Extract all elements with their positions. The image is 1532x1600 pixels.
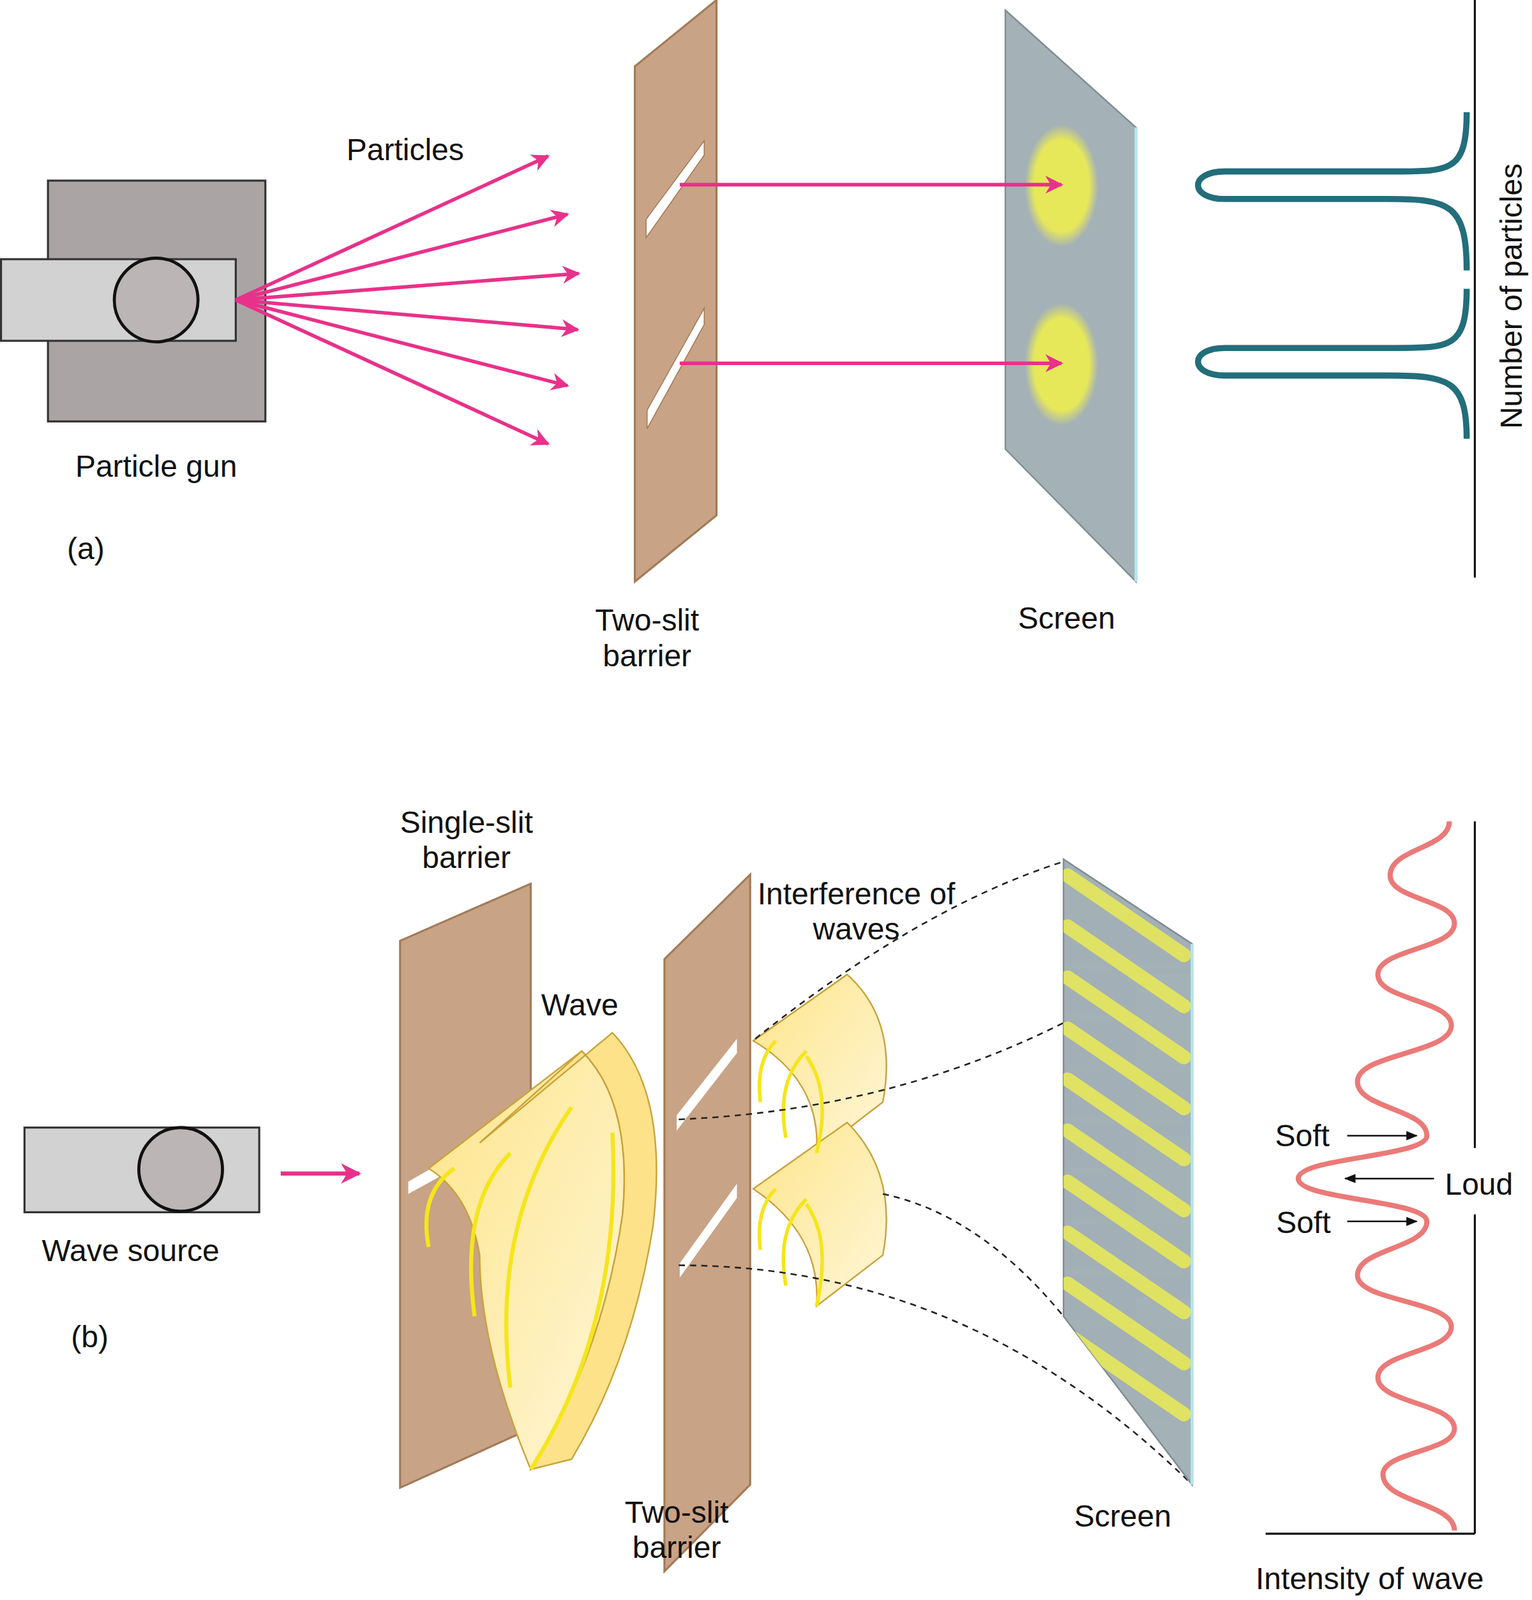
axis-label: Number of particles bbox=[1493, 163, 1529, 429]
particle-gun bbox=[1, 180, 266, 422]
barrier-label: Single-slit barrier bbox=[372, 804, 562, 876]
two-slit-barrier-b bbox=[664, 874, 751, 1572]
intensity-note: Soft bbox=[1276, 1205, 1331, 1241]
particle-count-graph bbox=[1198, 0, 1476, 578]
particle-arrows bbox=[235, 156, 579, 445]
intensity-note: Soft bbox=[1275, 1118, 1330, 1154]
wave-source bbox=[24, 1127, 359, 1213]
screen-label: Screen bbox=[1018, 600, 1116, 636]
intensity-note: Loud bbox=[1444, 1167, 1513, 1203]
fringe-stripe bbox=[1067, 1283, 1184, 1364]
screen-b bbox=[1063, 859, 1192, 1485]
barrier-label: Two-slit barrier bbox=[570, 602, 724, 673]
screen-label: Screen bbox=[1074, 1498, 1172, 1534]
barrier-label: Two-slit barrier bbox=[600, 1494, 754, 1566]
particles-label: Particles bbox=[346, 132, 465, 168]
panel-letter: (a) bbox=[67, 531, 105, 567]
device-label: Wave source bbox=[41, 1233, 219, 1270]
wave-label: Wave bbox=[541, 987, 619, 1023]
two-slit-barrier-a bbox=[635, 0, 717, 582]
wave-fronts bbox=[426, 1032, 657, 1470]
intensity-graph bbox=[1265, 821, 1476, 1534]
device-label: Particle gun bbox=[75, 448, 237, 484]
axis-label: Intensity of wave bbox=[1255, 1561, 1485, 1597]
panel-letter: (b) bbox=[70, 1319, 109, 1355]
straight-particle-paths bbox=[679, 184, 1062, 364]
screen-a bbox=[1005, 10, 1137, 582]
interference-label: Interference of waves bbox=[749, 876, 964, 947]
fringe-stripe bbox=[1067, 1334, 1184, 1415]
